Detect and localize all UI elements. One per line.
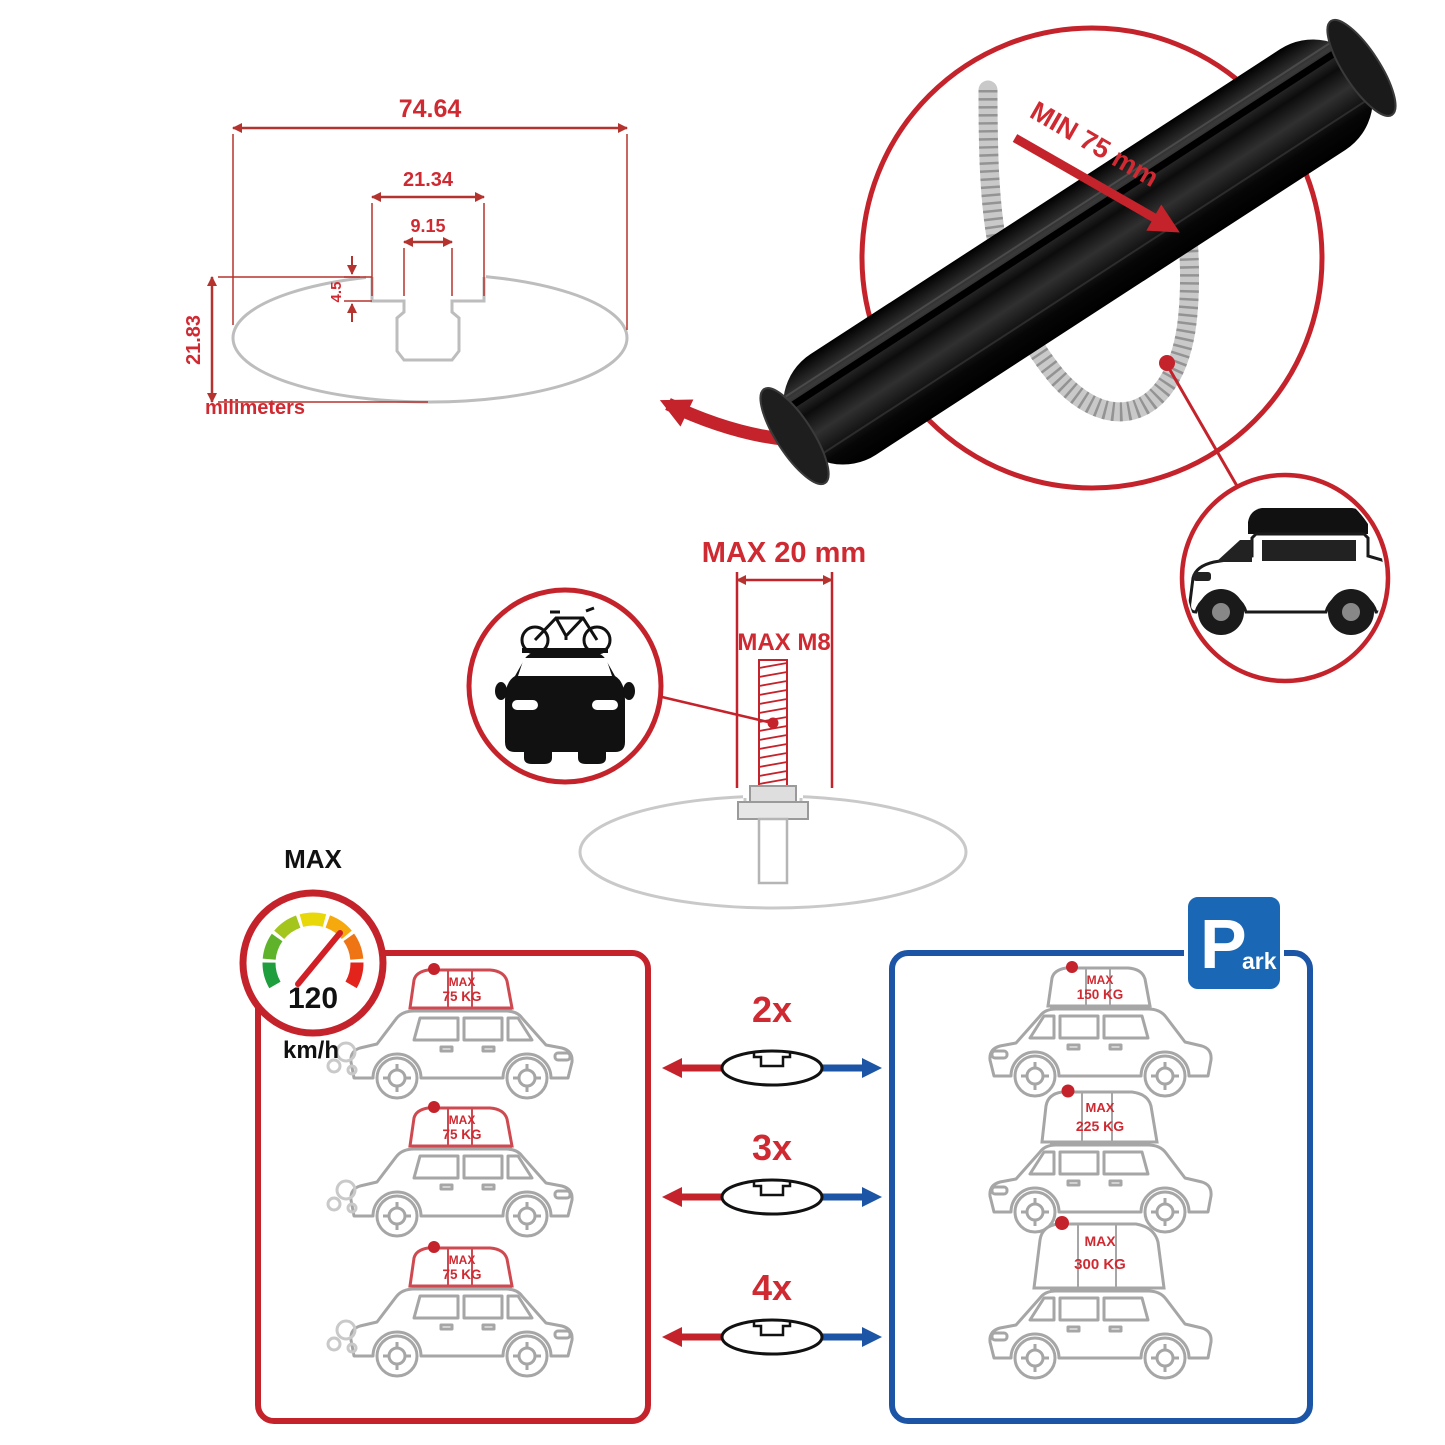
suv-car [987,1286,1214,1380]
speed-gauge: MAX 120 km/h [239,844,387,1064]
cross-section-drawing: 74.64 21.34 9.15 4.5 21.83 milimeters [183,95,868,448]
dim-slot-depth: 4.5 [328,282,345,303]
suv-car [348,1006,575,1100]
bolt-washer [749,785,797,803]
dim-total-width: 74.64 [399,95,462,123]
multiplier-rows: 2x 3x 4x [662,989,882,1356]
brand-dot-icon [1066,961,1078,973]
t-nut [737,801,809,820]
zoom-circle [859,25,1325,491]
roof-cargo-bag [408,968,514,1288]
cargo-weight-label: 75 KG [442,1127,481,1142]
max-bolt-length-label: MAX 20 mm [702,537,866,569]
suv-car [987,1004,1214,1098]
speed-max-label: MAX [284,844,342,874]
max-thread-label: MAX M8 [737,629,830,656]
park-sign-suffix: ark [1242,948,1277,974]
dim-channel-width: 21.34 [403,169,454,191]
cargo-weight-label: 75 KG [442,989,481,1004]
roofbox-suv [1188,508,1384,635]
cargo-max-label: MAX [1086,1100,1115,1115]
cargo-max-label: MAX [449,1113,476,1127]
crossbar-slot-icon [752,1322,792,1337]
profile-slot-gap [366,262,486,288]
crossbar-3d-detail: MIN 75 mm [759,18,1397,684]
roof-box-icon [1248,508,1368,534]
exhaust-swirl-icon [326,1041,358,1354]
dim-profile-height: 21.83 [183,315,205,365]
car-front-icon [495,648,635,764]
crossbar-slot-icon [752,1053,792,1068]
suv-car [348,1144,575,1238]
bolt-detail: MAX 20 mm MAX M8 [466,537,968,910]
suv-car [987,1140,1214,1234]
cargo-max-label: MAX [449,975,476,989]
pointer-dot [767,717,779,729]
gauge-needle-icon [295,930,343,987]
profile-t-slot [370,277,486,362]
cargo-max-label: MAX [1084,1233,1116,1249]
profile-ellipse [231,272,629,404]
speed-value: 120 [288,982,338,1015]
brand-dot-icon [428,963,440,975]
bike-icon [520,606,612,655]
clamp-stem [757,817,789,885]
cargo-max-label: MAX [449,1253,476,1267]
connector-line [1168,369,1239,487]
crossbar-icon [720,1178,824,1216]
park-cars: MAX 150 KG MAX 225 KG MAX 300 KG [987,961,1214,1380]
cargo-weight-label: 300 KG [1074,1256,1126,1273]
clamp-point-dot [1159,355,1175,371]
brand-dot-icon [1055,1216,1069,1230]
dim-slot-width: 9.15 [410,216,445,236]
crossbar-slot-icon [752,1182,792,1197]
crossbar-3d [759,18,1397,486]
multiplier-label: 4x [752,1267,792,1308]
driving-panel [255,950,651,1424]
gauge-arc-segments [262,912,364,989]
driving-cars: MAX 75 KG MAX 75 KG MAX 75 KG [326,963,575,1378]
park-sign: P ark [1184,893,1284,993]
brand-dot-icon [428,1101,440,1113]
cargo-max-label: MAX [1087,973,1114,987]
min-clearance-arrow-icon [1012,134,1180,233]
u-bolt-thread [978,89,1200,422]
cargo-weight-label: 225 KG [1076,1118,1124,1134]
cargo-weight-label: 75 KG [442,1267,481,1282]
park-sign-p: P [1200,905,1247,983]
park-panel [889,950,1313,1424]
connector-line [661,695,769,724]
multiplier-label: 2x [752,989,792,1030]
unit-label: milimeters [205,397,305,419]
multiplier-label: 3x [752,1127,792,1168]
brand-dot-icon [428,1241,440,1253]
speed-unit: km/h [283,1037,339,1064]
roof-cargo-bag [1032,966,1166,1290]
crossbar-icon [720,1049,824,1087]
suv-car [348,1284,575,1378]
cargo-weight-label: 150 KG [1077,987,1124,1002]
crossbar-icon [720,1318,824,1356]
brand-dot-icon [1061,1084,1075,1098]
